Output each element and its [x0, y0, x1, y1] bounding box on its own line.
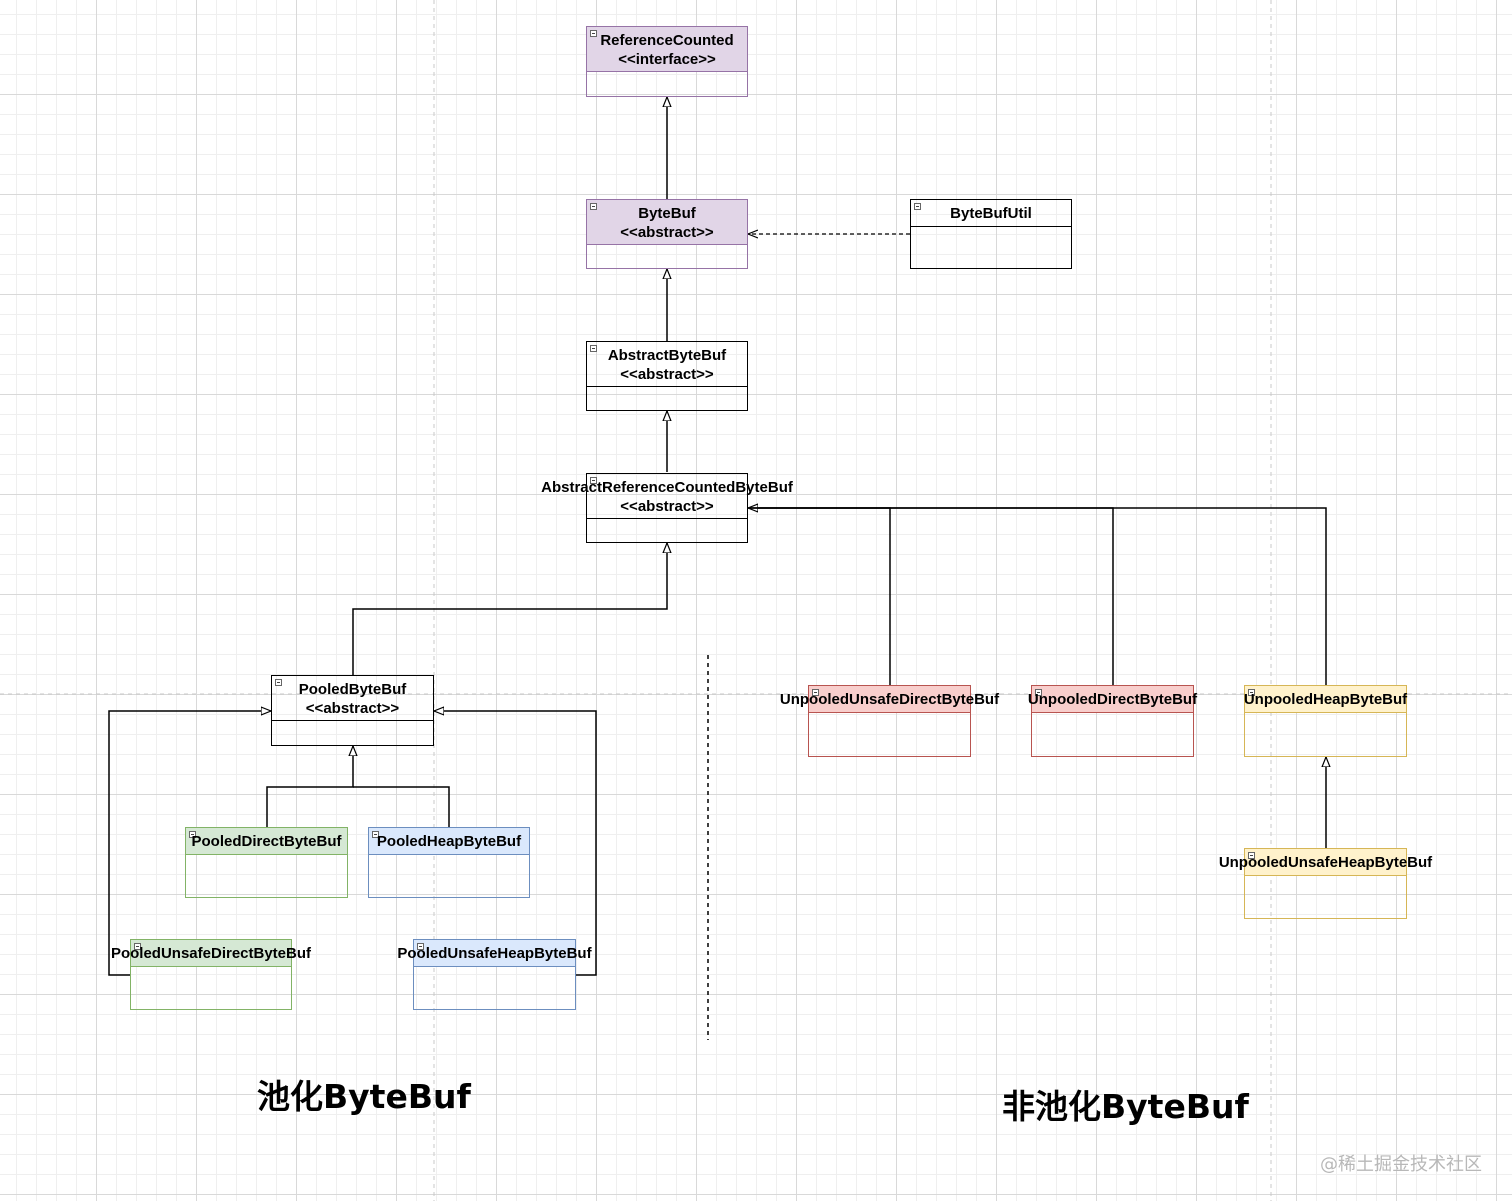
- class-name: PooledUnsafeHeapByteBuf: [397, 945, 592, 962]
- edge-pooledunsafedirect-to-pooledbytebuf: [108, 711, 271, 976]
- class-abstract-reference-counted-byte-buf[interactable]: AbstractReferenceCountedByteBuf <<abstra…: [541, 473, 793, 543]
- class-name: UnpooledUnsafeHeapByteBuf: [1218, 854, 1433, 871]
- class-header: UnpooledUnsafeDirectByteBuf: [780, 686, 999, 713]
- collapse-icon[interactable]: [189, 831, 196, 838]
- class-stereotype: <<abstract>>: [620, 498, 714, 515]
- class-header: AbstractReferenceCountedByteBuf <<abstra…: [541, 474, 793, 519]
- class-name: UnpooledDirectByteBuf: [1027, 691, 1198, 708]
- class-name: PooledUnsafeDirectByteBuf: [110, 945, 312, 962]
- class-pooled-heap-byte-buf[interactable]: PooledHeapByteBuf: [368, 827, 530, 898]
- collapse-icon[interactable]: [590, 477, 597, 484]
- unpooled-section-title: 非池化ByteBuf: [1002, 1087, 1249, 1126]
- class-name: AbstractReferenceCountedByteBuf: [541, 479, 793, 496]
- class-pooled-byte-buf[interactable]: PooledByteBuf <<abstract>>: [271, 675, 434, 746]
- collapse-icon[interactable]: [590, 30, 597, 37]
- collapse-icon[interactable]: [812, 689, 819, 696]
- edge-pooledheap-to-pooledbytebuf: [353, 786, 450, 827]
- collapse-icon[interactable]: [590, 345, 597, 352]
- class-header: PooledUnsafeDirectByteBuf: [111, 940, 311, 967]
- class-header: UnpooledHeapByteBuf: [1244, 686, 1407, 713]
- class-header: PooledHeapByteBuf: [369, 828, 529, 855]
- class-name: AbstractByteBuf: [607, 347, 727, 364]
- class-stereotype: <<interface>>: [618, 51, 716, 68]
- collapse-icon[interactable]: [275, 679, 282, 686]
- class-name: PooledByteBuf: [298, 681, 407, 698]
- class-stereotype: <<abstract>>: [620, 366, 714, 383]
- watermark: @稀土掘金技术社区: [1320, 1154, 1482, 1175]
- class-name: UnpooledUnsafeDirectByteBuf: [779, 691, 1000, 708]
- collapse-icon[interactable]: [1248, 689, 1255, 696]
- class-header: UnpooledUnsafeHeapByteBuf: [1219, 849, 1432, 876]
- class-header: PooledUnsafeHeapByteBuf: [397, 940, 592, 967]
- class-unpooled-direct-byte-buf[interactable]: UnpooledDirectByteBuf: [1028, 685, 1197, 757]
- class-stereotype: <<abstract>>: [305, 700, 400, 717]
- class-pooled-unsafe-heap-byte-buf[interactable]: PooledUnsafeHeapByteBuf: [397, 939, 592, 1010]
- collapse-icon[interactable]: [590, 203, 597, 210]
- collapse-icon[interactable]: [1248, 852, 1255, 859]
- class-name: ReferenceCounted: [600, 32, 734, 49]
- collapse-icon[interactable]: [372, 831, 379, 838]
- class-reference-counted[interactable]: ReferenceCounted <<interface>>: [586, 26, 748, 97]
- edge-pooledunsafeheap-to-pooledbytebuf: [434, 711, 597, 976]
- class-unpooled-heap-byte-buf[interactable]: UnpooledHeapByteBuf: [1244, 685, 1407, 757]
- class-name: UnpooledHeapByteBuf: [1243, 691, 1408, 708]
- class-unpooled-unsafe-direct-byte-buf[interactable]: UnpooledUnsafeDirectByteBuf: [780, 685, 999, 757]
- edge-unpooleddirect-to-abstractrefcounted: [750, 507, 1114, 685]
- class-header: ReferenceCounted <<interface>>: [587, 27, 747, 72]
- class-name: ByteBuf: [638, 205, 696, 222]
- pooled-section-title: 池化ByteBuf: [257, 1077, 471, 1116]
- collapse-icon[interactable]: [134, 943, 141, 950]
- class-unpooled-unsafe-heap-byte-buf[interactable]: UnpooledUnsafeHeapByteBuf: [1219, 848, 1432, 919]
- class-abstract-byte-buf[interactable]: AbstractByteBuf <<abstract>>: [586, 341, 748, 411]
- edge-unpooledheap-to-abstractrefcounted: [750, 507, 1327, 685]
- class-header: PooledDirectByteBuf: [186, 828, 347, 855]
- edge-pooleddirect-to-pooledbytebuf: [266, 746, 353, 827]
- class-name: PooledHeapByteBuf: [376, 833, 522, 850]
- class-header: PooledByteBuf <<abstract>>: [272, 676, 433, 721]
- class-byte-buf[interactable]: ByteBuf <<abstract>>: [586, 199, 748, 269]
- class-pooled-direct-byte-buf[interactable]: PooledDirectByteBuf: [185, 827, 348, 898]
- class-header: AbstractByteBuf <<abstract>>: [587, 342, 747, 387]
- collapse-icon[interactable]: [1035, 689, 1042, 696]
- collapse-icon[interactable]: [914, 203, 921, 210]
- edge-unpooledunsafedirect-to-abstractrefcounted: [748, 508, 891, 685]
- class-pooled-unsafe-direct-byte-buf[interactable]: PooledUnsafeDirectByteBuf: [111, 939, 311, 1010]
- class-header: UnpooledDirectByteBuf: [1028, 686, 1197, 713]
- collapse-icon[interactable]: [417, 943, 424, 950]
- class-header: ByteBuf <<abstract>>: [587, 200, 747, 245]
- edge-pooledbytebuf-to-abstractrefcounted: [352, 543, 667, 675]
- class-name: PooledDirectByteBuf: [191, 833, 342, 850]
- class-header: ByteBufUtil: [911, 200, 1071, 227]
- class-name: ByteBufUtil: [950, 205, 1032, 222]
- class-byte-buf-util[interactable]: ByteBufUtil: [910, 199, 1072, 269]
- class-stereotype: <<abstract>>: [620, 224, 714, 241]
